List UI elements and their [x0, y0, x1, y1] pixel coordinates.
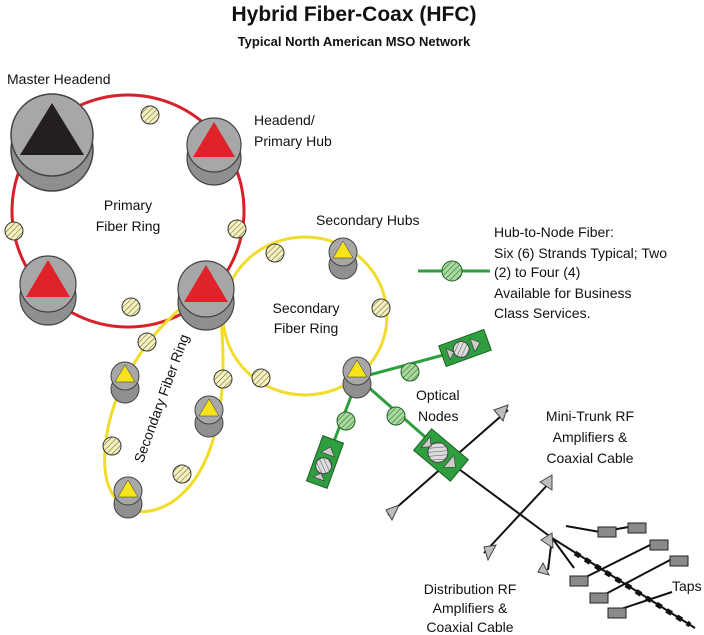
hub-icon: [19, 255, 77, 326]
label-headend-line1: Headend/: [254, 112, 315, 128]
label-secondary-ring-line1: Secondary: [273, 300, 340, 316]
label-distribution-line2: Amplifiers &: [433, 600, 508, 616]
green-fiber-spool-icon: [336, 260, 463, 431]
diagram-title: Hybrid Fiber-Coax (HFC): [231, 3, 476, 26]
label-secondary-ring-line2: Fiber Ring: [274, 320, 339, 336]
hub-icon: [177, 260, 235, 331]
fiber-spool-icon: [4, 105, 391, 484]
label-hub-to-node-line4: Available for Business: [494, 285, 631, 301]
label-headend-line2: Primary Hub: [254, 133, 332, 149]
tap-icon: [569, 522, 689, 619]
headend-icon: [10, 93, 94, 192]
label-minitrunk-line1: Mini-Trunk RF: [546, 408, 634, 424]
optical-node-icon: [412, 428, 470, 482]
label-primary-ring-line2: Fiber Ring: [96, 218, 161, 234]
secondary-hub-icon: [328, 237, 358, 280]
optical-node-icon: [305, 435, 345, 489]
secondary-hub-icon: [342, 356, 372, 399]
label-minitrunk-line2: Amplifiers &: [553, 429, 628, 445]
label-master-headend: Master Headend: [7, 71, 111, 87]
hub-icon: [186, 117, 242, 186]
label-minitrunk-line3: Coaxial Cable: [546, 450, 633, 466]
optical-node-icon: [438, 328, 492, 368]
label-hub-to-node-line3: (2) to Four (4): [494, 264, 580, 280]
secondary-hub-icon: [194, 395, 224, 438]
label-distribution-line3: Coaxial Cable: [426, 619, 513, 635]
label-hub-to-node-line2: Six (6) Strands Typical; Two: [494, 245, 667, 261]
label-taps: Taps: [672, 578, 702, 594]
coaxial-cable: [387, 409, 696, 629]
label-hub-to-node-line1: Hub-to-Node Fiber:: [494, 224, 614, 240]
label-optical-line1: Optical: [416, 387, 460, 403]
diagram-subtitle: Typical North American MSO Network: [238, 34, 471, 49]
label-hub-to-node-line5: Class Services.: [494, 305, 590, 321]
amplifier-icon: [385, 404, 554, 576]
label-primary-ring-line1: Primary: [104, 197, 152, 213]
label-optical-line2: Nodes: [418, 408, 458, 424]
secondary-hub-icon: [113, 476, 143, 519]
primary-fiber-ring: [10, 93, 246, 329]
label-distribution-line1: Distribution RF: [424, 581, 517, 597]
label-secondary-hubs: Secondary Hubs: [316, 212, 420, 228]
coax-dashes: [573, 550, 692, 628]
secondary-hub-icon: [110, 361, 140, 404]
